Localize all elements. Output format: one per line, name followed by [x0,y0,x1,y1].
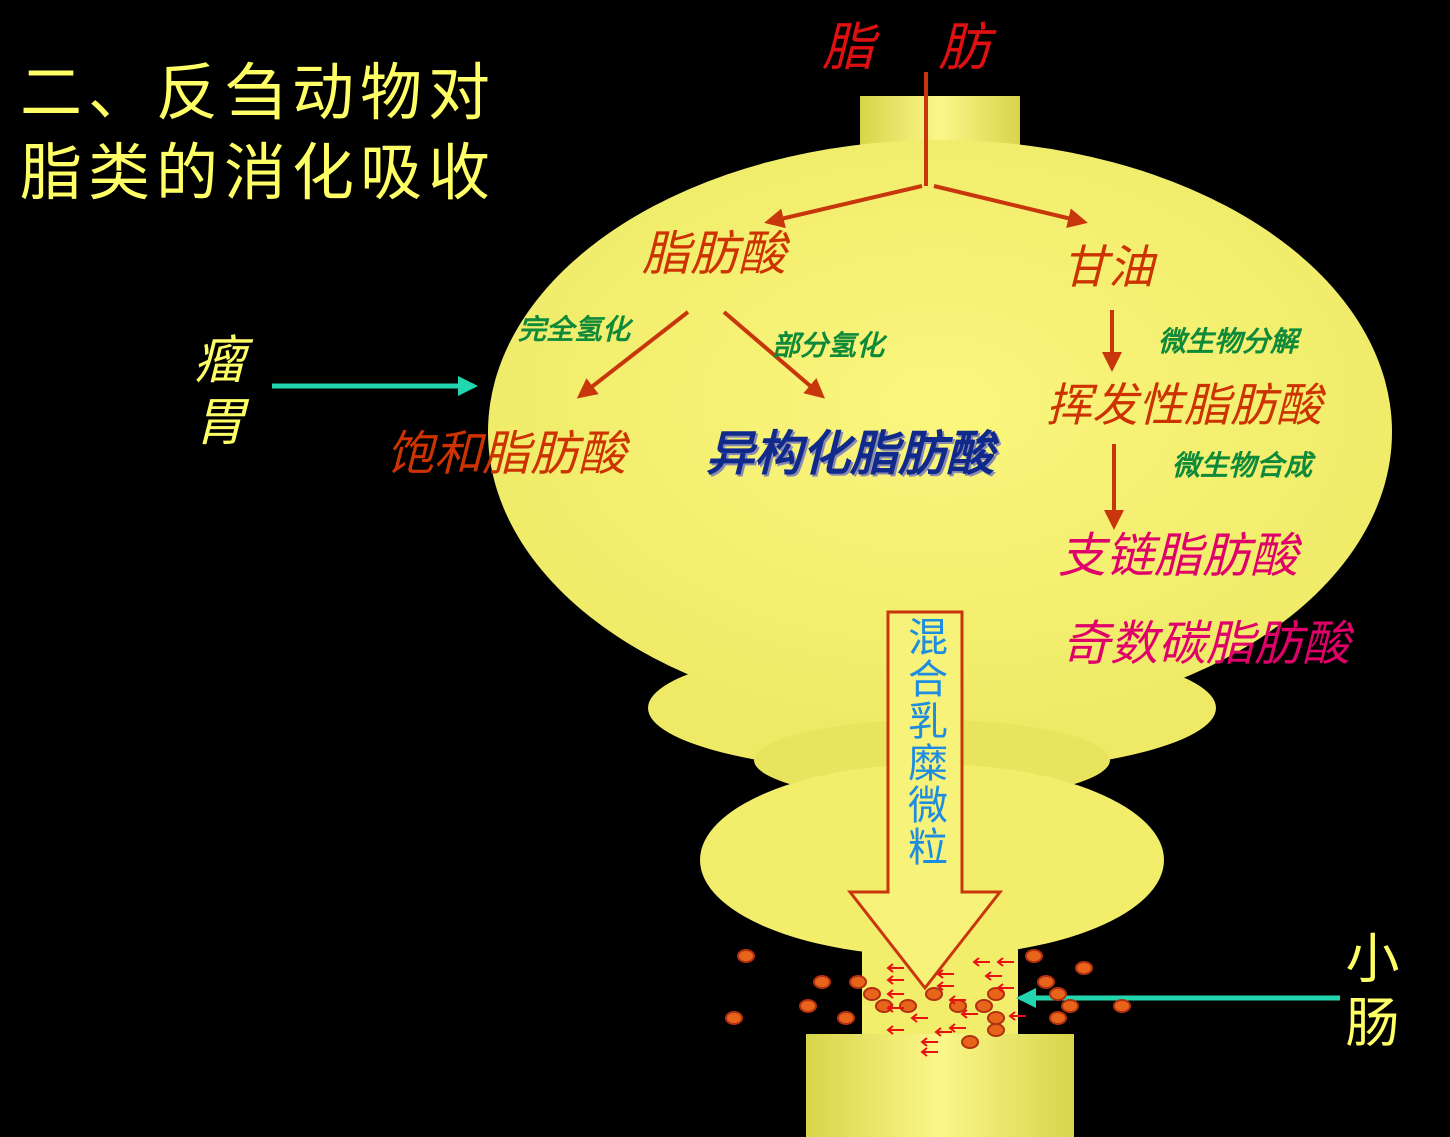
absorption-arrow [936,969,954,979]
particle-dot [925,987,943,1001]
particle-dot [1061,999,1079,1013]
particle-dot [987,1023,1005,1037]
saturated-fatty-acid-node: 饱和脂肪酸 [386,426,627,482]
absorption-arrow [996,983,1014,993]
particle-dot [1025,949,1043,963]
microbial-synthesis-label: 微生物合成 [1172,449,1313,482]
particle-dot [961,1035,979,1049]
particle-dot [849,975,867,989]
fatty-acid-node: 脂肪酸 [642,226,787,282]
absorption-arrow [886,1025,904,1035]
slide-title-line2: 脂类的消化吸收 [20,136,497,209]
absorption-arrow [920,1037,938,1047]
rumen-body [488,140,1392,724]
absorption-arrow [920,1047,938,1057]
reaction-arrows [576,72,1124,530]
odd-carbon-fatty-acid-node: 奇数碳脂肪酸 [1062,616,1351,672]
small-intestine-label: 小肠 [1336,930,1399,1058]
absorbed-particles [725,949,1131,1057]
branched-fatty-acid-node: 支链脂肪酸 [1058,528,1299,584]
absorption-arrow [886,1003,904,1013]
glycerol-node: 甘油 [1062,240,1154,294]
isomerized-fatty-acid-node: 异构化脂肪酸 [706,426,995,482]
absorption-arrow [936,981,954,991]
particle-dot [975,999,993,1013]
particle-dot [837,1011,855,1025]
particle-dot [1049,987,1067,1001]
fat-node: 脂 肪 [822,18,997,78]
rumen-label: 瘤胃 [184,332,244,456]
particle-dot [987,987,1005,1001]
particle-dot [725,1011,743,1025]
micelle-flow-arrow [846,610,1004,991]
volatile-fatty-acid-node: 挥发性脂肪酸 [1046,378,1322,432]
absorption-arrow [886,989,904,999]
particle-dot [1037,975,1055,989]
particle-dot [1075,961,1093,975]
absorption-arrow [972,957,990,967]
absorption-arrow [960,1009,978,1019]
absorption-arrow [984,971,1002,981]
absorption-arrow [886,963,904,973]
absorption-arrow [996,957,1014,967]
complete-hydrogenation-label: 完全氢化 [518,313,631,346]
particle-dot [813,975,831,989]
particle-dot [799,999,817,1013]
absorption-arrow [934,1027,952,1037]
absorption-arrow [948,995,966,1005]
microbial-decomposition-label: 微生物分解 [1158,325,1299,358]
slide-title-line1: 二、反刍动物对 [20,56,497,129]
absorption-arrow [1008,1011,1026,1021]
mixed-micelle-label: 混合乳糜微粒 [901,616,947,868]
intestine-tube [806,1034,1074,1137]
particle-dot [987,1011,1005,1025]
particle-dot [1113,999,1131,1013]
particle-dot [899,999,917,1013]
absorption-arrow [886,975,904,985]
particle-dot [863,987,881,1001]
particle-dot [737,949,755,963]
absorption-arrow [910,1013,928,1023]
partial-hydrogenation-label: 部分氢化 [772,329,885,362]
particle-dot [1049,1011,1067,1025]
absorption-arrow [948,1023,966,1033]
